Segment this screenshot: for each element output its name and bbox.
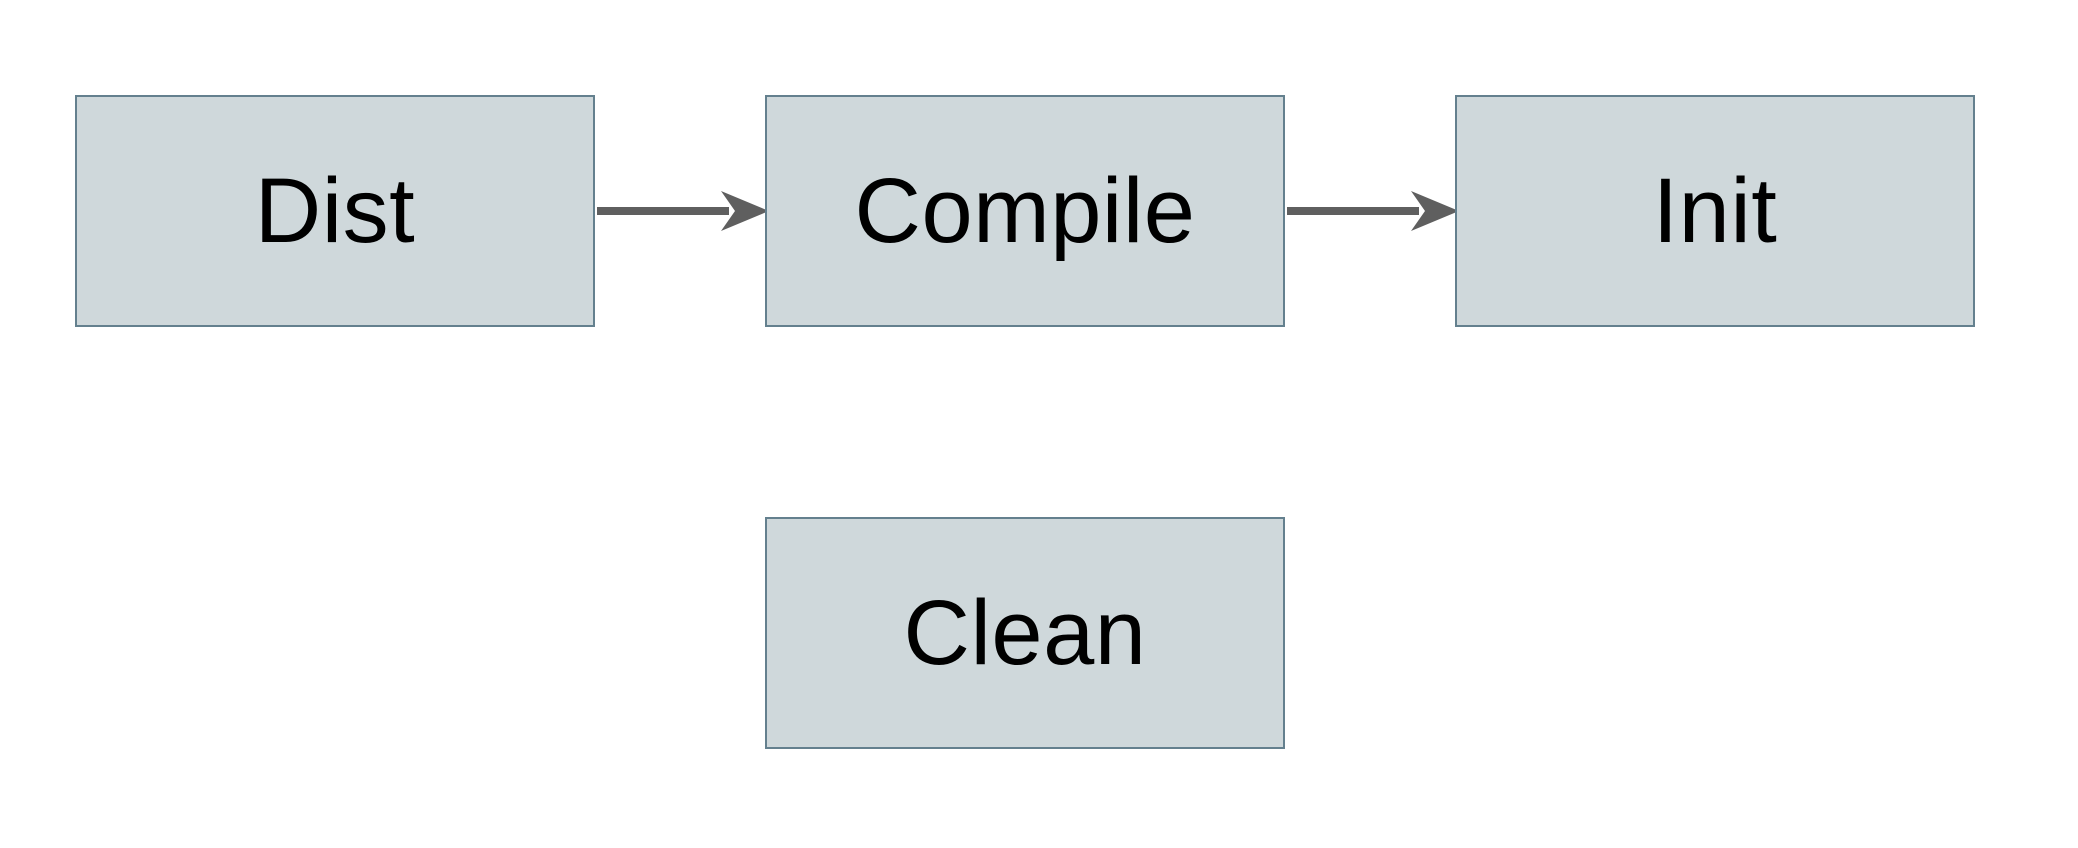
arrow-dist-to-compile-icon	[597, 191, 769, 231]
node-clean-label: Clean	[903, 582, 1147, 684]
node-dist: Dist	[75, 95, 595, 327]
node-compile: Compile	[765, 95, 1285, 327]
arrow-compile-to-init-icon	[1287, 191, 1459, 231]
node-init: Init	[1455, 95, 1975, 327]
node-init-label: Init	[1652, 160, 1778, 262]
node-compile-label: Compile	[854, 160, 1196, 262]
node-dist-label: Dist	[254, 160, 416, 262]
node-clean: Clean	[765, 517, 1285, 749]
